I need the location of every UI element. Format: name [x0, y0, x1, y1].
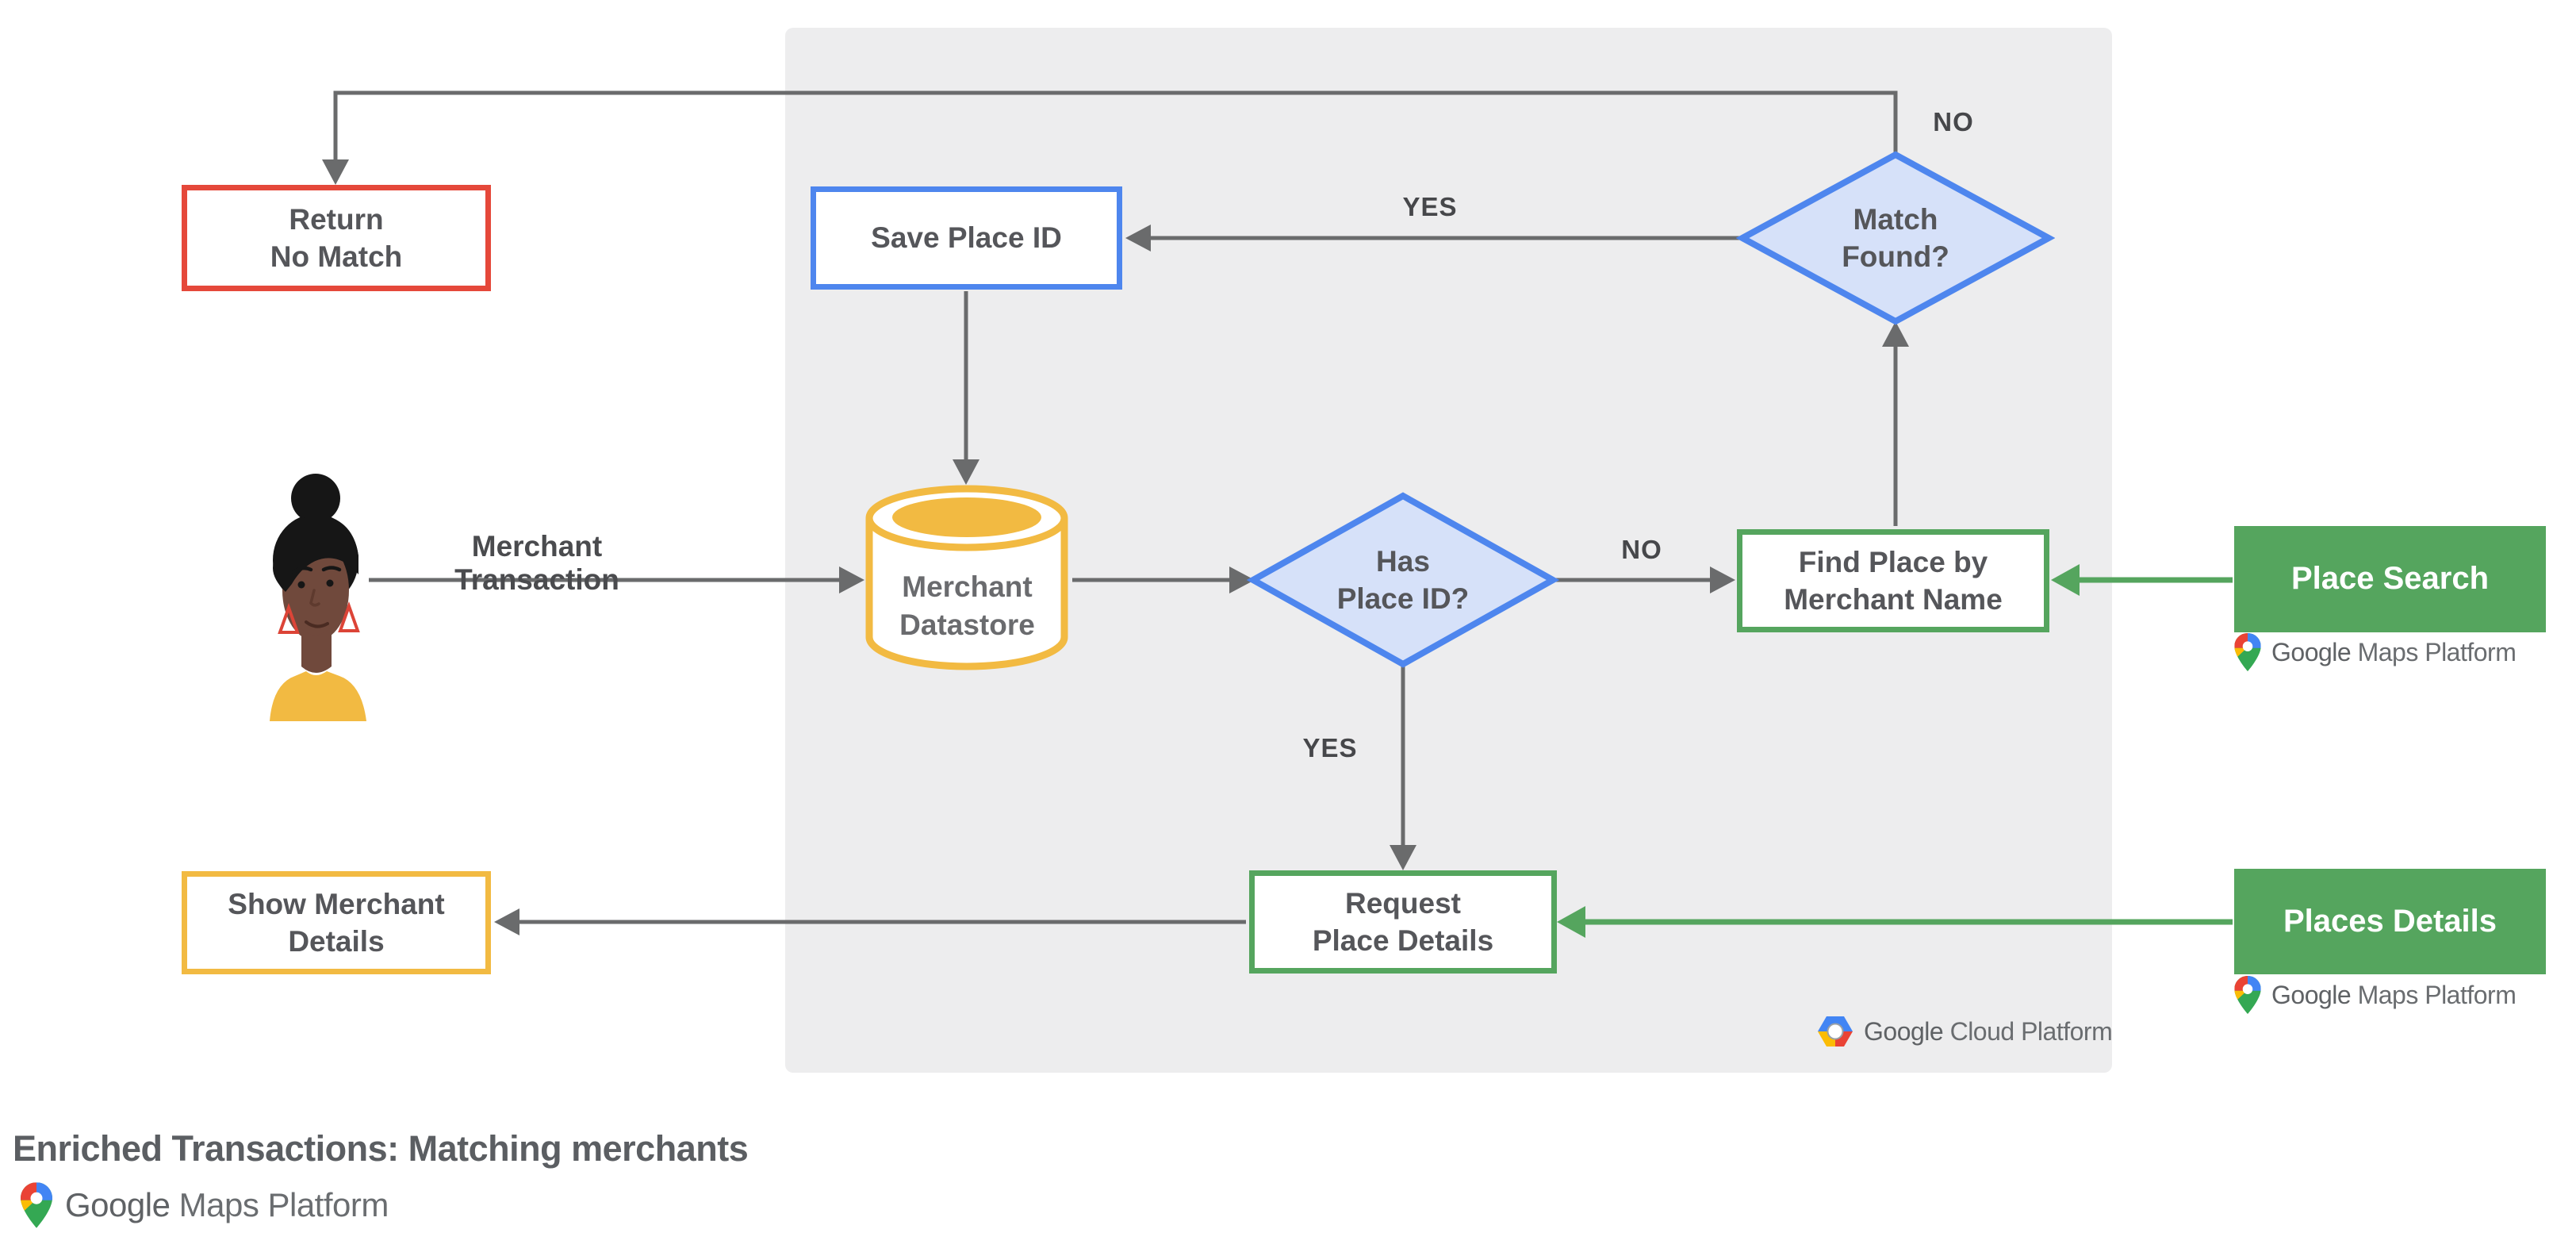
- node-show-merchant-details: Show Merchant Details: [182, 871, 491, 974]
- user-avatar: [270, 474, 366, 721]
- node-return-no-match: Return No Match: [182, 185, 491, 291]
- cloud-hexagon-icon: [1818, 1016, 1853, 1047]
- database-cylinder-icon: [865, 485, 1068, 670]
- maps-platform-logo: Google Maps Platform: [2234, 633, 2517, 671]
- maps-platform-logo: Google Maps Platform: [2234, 976, 2517, 1014]
- maps-platform-logo-text: Google Maps Platform: [65, 1186, 389, 1223]
- edge-label-merchant-transaction: Merchant Transaction: [454, 530, 619, 596]
- node-request-place-details: Request Place Details: [1249, 870, 1557, 974]
- cloud-platform-logo-text: Google Cloud Platform: [1864, 1016, 2113, 1046]
- diamond-shape-icon: [1246, 492, 1560, 668]
- diamond-shape-icon: [1735, 151, 2056, 325]
- maps-platform-logo-text: Google Maps Platform: [2271, 637, 2517, 666]
- decision-has-place-id: Has Place ID?: [1246, 490, 1560, 670]
- node-merchant-datastore-label: Merchant Datastore: [899, 570, 1035, 641]
- decision-has-place-id-label: Has Place ID?: [1336, 544, 1470, 615]
- edge-label-yes-save: YES: [1402, 192, 1458, 221]
- decision-match-found: Match Found?: [1735, 148, 2056, 328]
- node-merchant-datastore: Merchant Datastore: [863, 482, 1071, 673]
- maps-platform-logo-text: Google Maps Platform: [2271, 980, 2517, 1009]
- node-find-place-by-merchant-name: Find Place by Merchant Name: [1737, 529, 2049, 632]
- node-save-place-id: Save Place ID: [811, 186, 1122, 290]
- maps-pin-icon: [2234, 976, 2261, 1014]
- decision-match-found-label: Match Found?: [1842, 202, 1949, 273]
- maps-platform-logo: Google Maps Platform: [21, 1182, 389, 1228]
- maps-pin-icon: [21, 1182, 52, 1228]
- edge-label-no-find: NO: [1621, 535, 1662, 564]
- cloud-platform-logo: Google Cloud Platform: [1818, 1016, 2113, 1047]
- edge-label-no-top: NO: [1933, 107, 1974, 136]
- node-places-details: Places Details: [2234, 869, 2546, 974]
- node-place-search: Place Search: [2234, 526, 2546, 632]
- page-title: Enriched Transactions: Matching merchant…: [13, 1128, 749, 1169]
- edge-label-yes-request: YES: [1302, 733, 1358, 762]
- maps-pin-icon: [2234, 633, 2261, 671]
